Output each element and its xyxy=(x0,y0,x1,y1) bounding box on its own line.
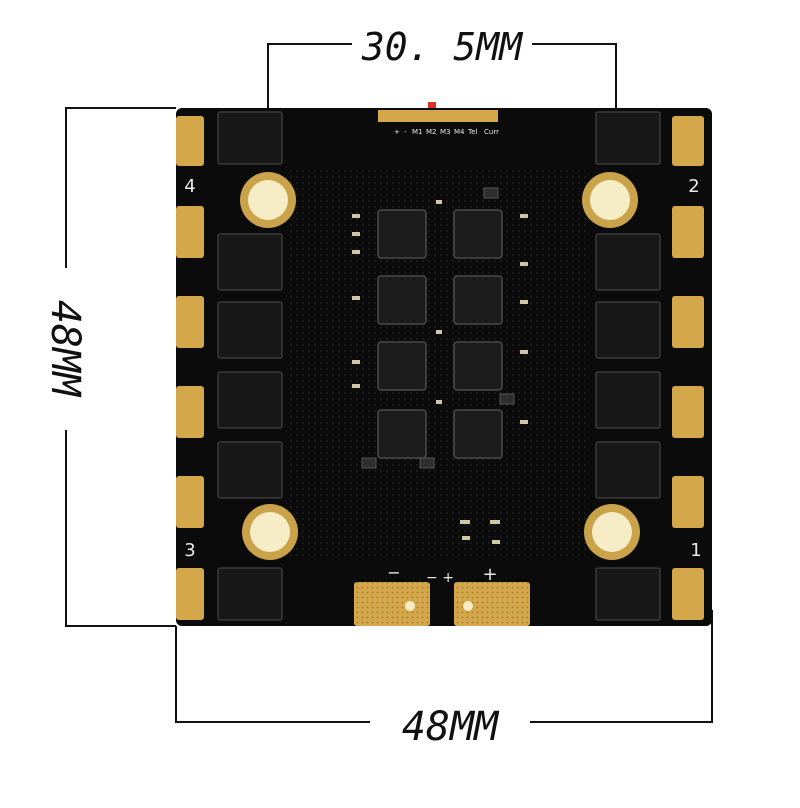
pin-label-m3: M3 xyxy=(440,128,451,136)
bottom-dimension-label: 48MM xyxy=(402,704,500,750)
pin-label-plus: + xyxy=(394,128,400,136)
pin-label-m1: M1 xyxy=(412,128,423,136)
signal-header-labels: + - M1 M2 M3 M4 Tel Curr xyxy=(394,128,499,136)
power-plus-label: + xyxy=(482,564,497,585)
power-minus-label: − xyxy=(387,563,400,582)
power-pads xyxy=(354,582,530,626)
pin-label-m2: M2 xyxy=(426,128,437,136)
motor-label-2: 2 xyxy=(688,176,699,197)
left-motor-pads xyxy=(176,116,204,620)
left-dimension-label: 48MM xyxy=(42,300,88,398)
signal-header xyxy=(378,102,498,122)
pcb-texture xyxy=(290,170,590,560)
top-dimension-label: 30. 5MM xyxy=(361,25,523,69)
mosfets-left xyxy=(217,111,283,621)
motor-label-4: 4 xyxy=(184,176,195,197)
power-minus-plus-small: − + xyxy=(426,570,454,586)
pin-label-curr: Curr xyxy=(484,128,499,136)
mosfets-right xyxy=(595,111,661,621)
pin-label-tel: Tel xyxy=(467,128,477,136)
right-motor-pads xyxy=(672,116,704,620)
dimension-lines xyxy=(65,43,713,723)
motor-label-1: 1 xyxy=(690,540,701,561)
mounting-holes xyxy=(240,172,640,560)
mcu-chips xyxy=(377,209,503,459)
smd-components xyxy=(352,200,528,544)
pin-label-m4: M4 xyxy=(454,128,465,136)
pcb-board: + - M1 M2 M3 M4 Tel Curr − − + + 4 2 3 1 xyxy=(176,102,712,626)
motor-label-3: 3 xyxy=(184,540,195,561)
capacitors xyxy=(361,187,515,469)
pin-label-minus: - xyxy=(404,128,407,136)
